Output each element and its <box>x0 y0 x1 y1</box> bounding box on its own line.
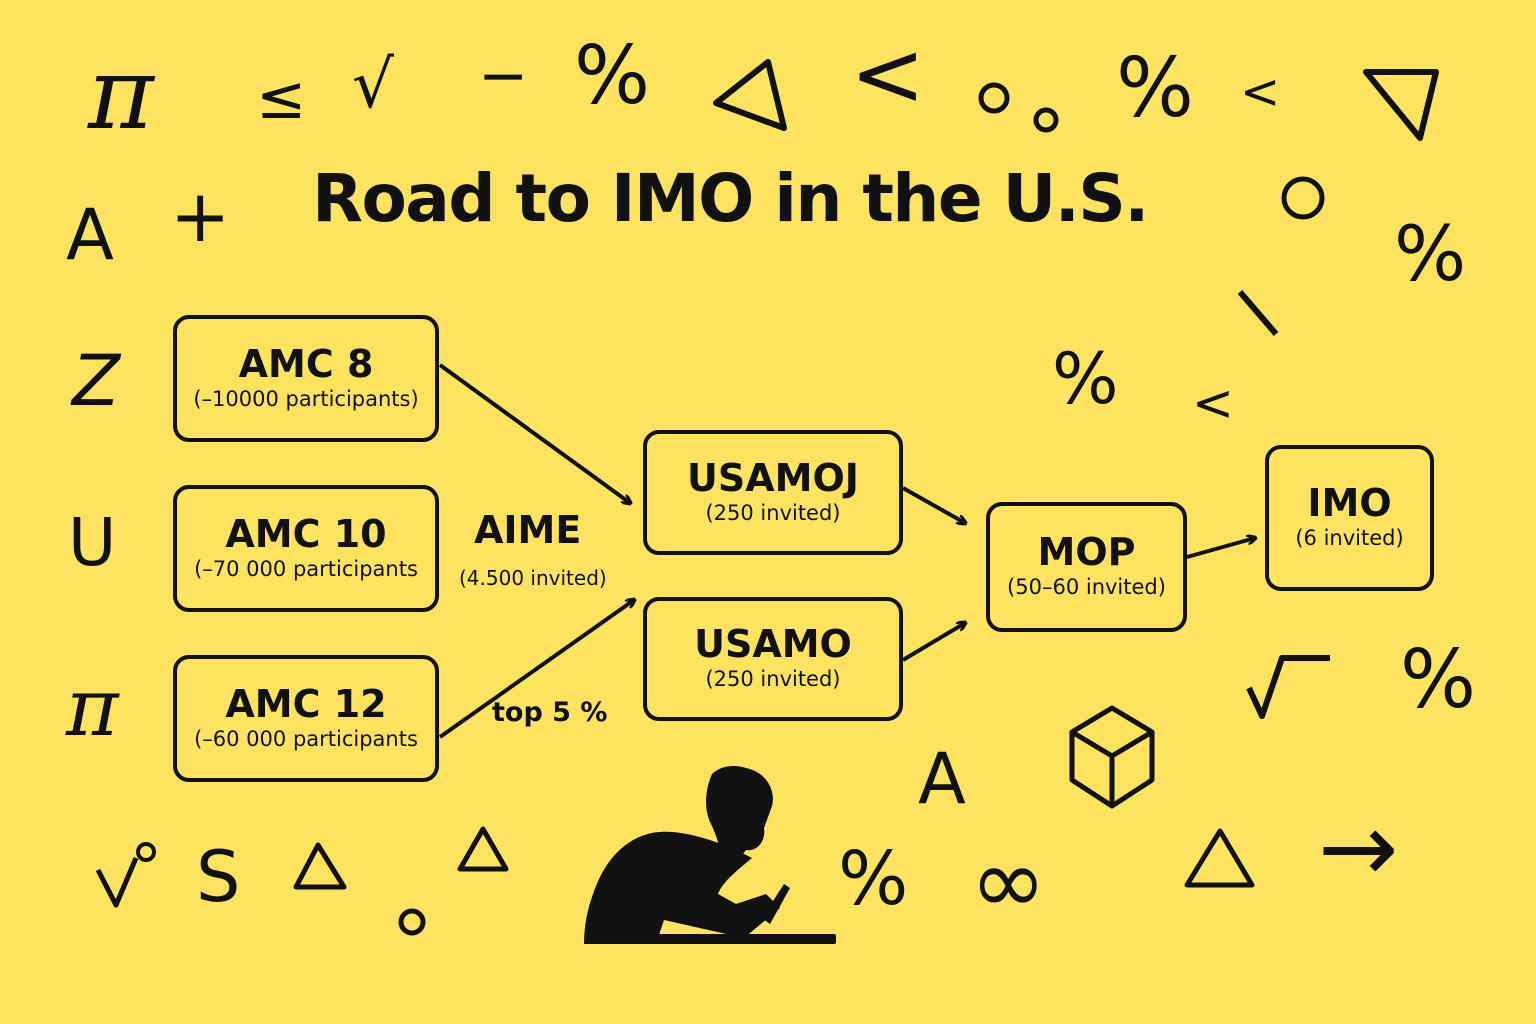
arrow-amc12-to-usamo <box>438 600 634 739</box>
less-than-symbol: < <box>850 22 926 127</box>
triangle-icon <box>713 59 787 131</box>
amc10-name: AMC 10 <box>225 511 387 556</box>
circle-mark <box>398 908 426 936</box>
percent-symbol: % <box>1052 338 1119 420</box>
percent-symbol: % <box>1116 41 1194 136</box>
circle-mark <box>978 82 1010 114</box>
arrow-usamo-to-mop <box>901 623 965 662</box>
mop-box: MOP (50–60 invited) <box>986 502 1187 632</box>
percent-symbol: % <box>574 29 651 122</box>
pi-symbol: π <box>66 661 119 754</box>
imo-box: IMO (6 invited) <box>1265 445 1434 591</box>
circle-mark <box>136 842 156 862</box>
usamoj-detail: (250 invited) <box>705 500 841 525</box>
mop-name: MOP <box>1037 530 1136 575</box>
amc10-detail: (–70 000 participants <box>194 556 418 581</box>
usamoj-box: USAMOJ (250 invited) <box>643 430 903 555</box>
amc12-box: AMC 12 (–60 000 participants <box>173 655 439 782</box>
sqrt-sign <box>1246 655 1330 719</box>
arrow-mop-to-imo <box>1186 538 1255 559</box>
minus-symbol: − <box>478 41 529 111</box>
imo-detail: (6 invited) <box>1295 526 1404 551</box>
usamo-name: USAMO <box>694 622 852 667</box>
arrow-usamoj-to-mop <box>902 486 965 523</box>
sqrt-symbol: √ <box>352 46 395 123</box>
circle-mark <box>1033 107 1059 133</box>
letter-s-symbol: S <box>196 836 241 918</box>
aime-label: AIME <box>474 508 582 552</box>
aime-detail: (4.500 invited) <box>459 566 607 590</box>
circle-mark <box>1281 176 1325 220</box>
student-writing-icon <box>584 766 836 944</box>
percent-symbol: % <box>1400 633 1477 726</box>
amc8-name: AMC 8 <box>238 341 374 386</box>
amc8-detail: (–10000 participants) <box>193 386 419 411</box>
infinity-symbol: ∞ <box>970 828 1047 935</box>
less-equal-symbol: ≤ <box>256 63 307 133</box>
amc12-detail: (–60 000 participants <box>194 726 418 751</box>
pi-symbol: π <box>88 35 154 152</box>
triangle-icon <box>293 842 347 890</box>
percent-symbol: % <box>1394 209 1467 298</box>
amc8-box: AMC 8 (–10000 participants) <box>173 315 439 442</box>
slash-mark <box>1237 290 1279 336</box>
amc12-name: AMC 12 <box>225 681 387 726</box>
plus-symbol: + <box>170 174 231 258</box>
check-root-mark <box>95 857 139 908</box>
letter-a-symbol: A <box>918 738 966 820</box>
letter-u-symbol: U <box>68 504 117 581</box>
letter-z-symbol: Z <box>72 340 120 422</box>
arrow-amc8-to-usamoj <box>438 363 630 503</box>
mop-detail: (50–60 invited) <box>1007 575 1166 600</box>
percent-symbol: % <box>838 836 909 922</box>
less-than-symbol: < <box>1192 374 1234 432</box>
arrow-symbol: → <box>1318 792 1399 904</box>
less-than-symbol: < <box>1240 64 1281 120</box>
imo-name: IMO <box>1307 481 1392 526</box>
triangle-down-icon <box>1363 69 1439 141</box>
usamoj-name: USAMOJ <box>687 455 859 500</box>
usamo-detail: (250 invited) <box>705 667 841 692</box>
page-title: Road to IMO in the U.S. <box>312 160 1149 237</box>
letter-a-symbol: A <box>66 194 114 276</box>
cutoff-label: top 5 % <box>492 697 608 728</box>
amc10-box: AMC 10 (–70 000 participants <box>173 485 439 612</box>
cube-icon <box>1069 705 1155 809</box>
triangle-icon <box>457 826 509 872</box>
usamo-box: USAMO (250 invited) <box>643 597 903 721</box>
triangle-icon <box>1184 828 1255 888</box>
